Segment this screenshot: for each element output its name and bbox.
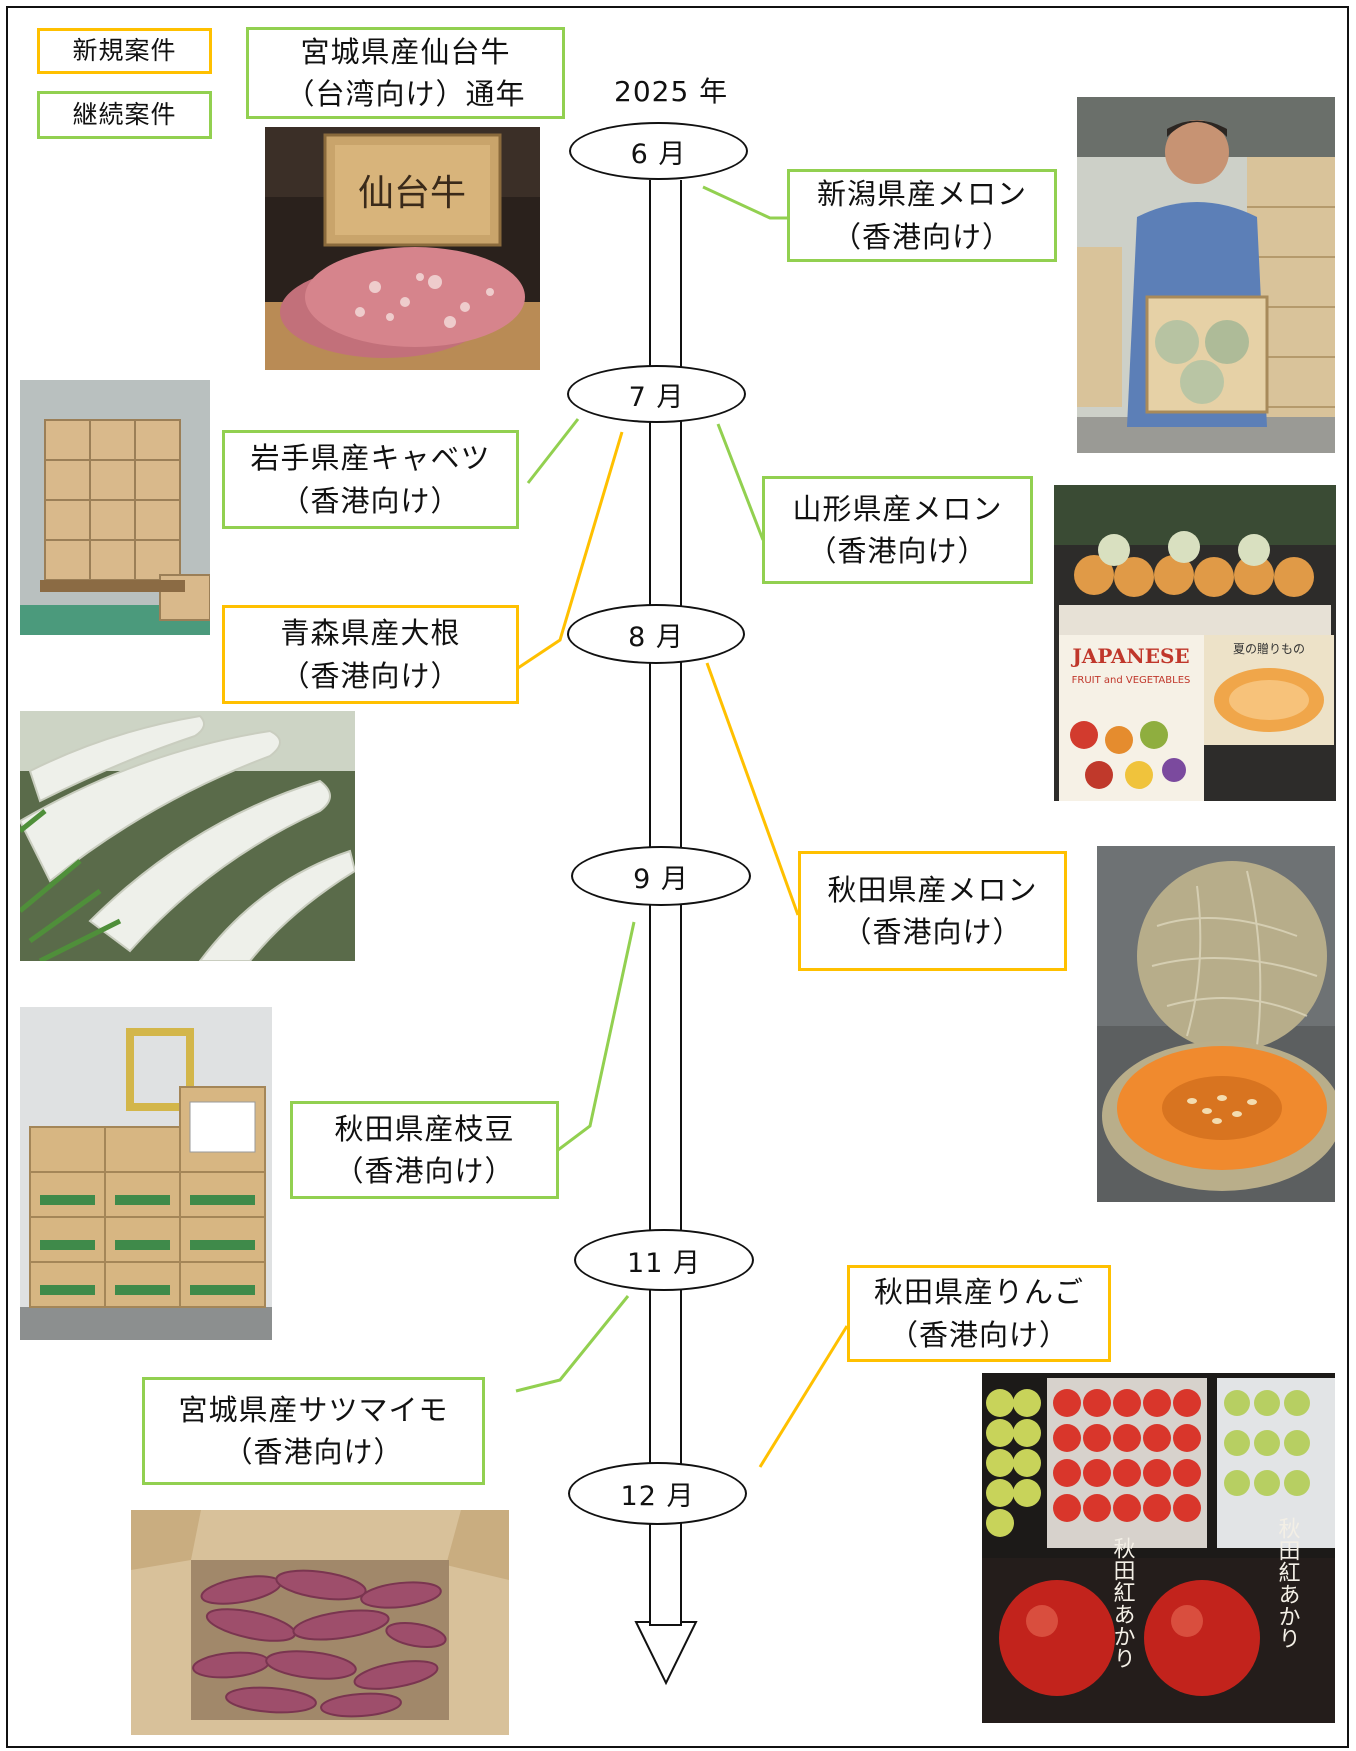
page-frame <box>6 6 1349 1748</box>
photo-akita-apple: 秋田紅あかり 秋田紅あかり <box>982 1373 1335 1723</box>
legend-continuing: 継続案件 <box>37 91 212 139</box>
item-yamagata-melon: 山形県産メロン （香港向け） <box>762 476 1033 584</box>
month-june: 6 月 <box>569 122 748 180</box>
month-july: 7 月 <box>567 365 746 423</box>
photo-aomori-daikon <box>20 711 355 961</box>
item-miyagi-sweetpotato-name: 宮城県産サツマイモ <box>178 1392 449 1427</box>
arrow-head <box>634 1621 698 1686</box>
connector-miyagi-sweetpotato <box>515 1295 630 1393</box>
poster-subtitle: FRUIT and VEGETABLES <box>1072 675 1191 686</box>
beef-box-text: 仙台牛 <box>358 173 466 214</box>
photo-iwate-cabbage <box>20 380 210 635</box>
month-september-label: 9 月 <box>633 863 689 895</box>
connector-akita-melon <box>705 662 800 916</box>
connector-niigata-melon <box>702 185 788 220</box>
month-june-label: 6 月 <box>630 138 687 170</box>
item-miyagi-beef: 宮城県産仙台牛 （台湾向け）通年 <box>246 27 565 119</box>
connector-yamagata-melon <box>716 423 765 541</box>
item-akita-edamame-name: 秋田県産枝豆 <box>334 1111 515 1146</box>
item-akita-melon-name: 秋田県産メロン <box>827 872 1038 907</box>
item-miyagi-sweetpotato-dest: （香港向け） <box>223 1435 404 1469</box>
item-aomori-daikon-name: 青森県産大根 <box>280 616 461 651</box>
item-akita-melon: 秋田県産メロン （香港向け） <box>798 851 1067 971</box>
item-miyagi-beef-dest: （台湾向け）通年 <box>285 77 526 111</box>
month-november-label: 11 月 <box>627 1247 701 1279</box>
month-july-label: 7 月 <box>628 381 685 413</box>
month-august: 8 月 <box>567 604 745 664</box>
legend-new: 新規案件 <box>37 28 212 74</box>
item-yamagata-melon-name: 山形県産メロン <box>792 491 1003 526</box>
year-label: 2025 年 <box>614 75 729 108</box>
month-december-label: 12 月 <box>620 1481 695 1512</box>
item-iwate-cabbage-dest: （香港向け） <box>280 483 461 518</box>
item-niigata-melon-name: 新潟県産メロン <box>816 177 1027 212</box>
month-september: 9 月 <box>571 846 751 906</box>
item-aomori-daikon: 青森県産大根 （香港向け） <box>222 605 519 704</box>
month-december: 12 月 <box>568 1462 747 1525</box>
poster-title: JAPANESE <box>1070 644 1189 668</box>
item-iwate-cabbage-name: 岩手県産キャベツ <box>250 441 491 476</box>
photo-sendai-beef: 仙台牛 <box>265 127 540 370</box>
apple-sign-left: 秋田紅あかり <box>1110 1537 1136 1669</box>
item-akita-melon-dest: （香港向け） <box>842 915 1023 949</box>
item-akita-edamame: 秋田県産枝豆 （香港向け） <box>290 1101 559 1199</box>
item-iwate-cabbage: 岩手県産キャベツ （香港向け） <box>222 430 519 529</box>
poster-tag: 夏の贈りもの <box>1233 641 1305 656</box>
month-november: 11 月 <box>574 1229 754 1291</box>
connector-aomori-daikon <box>517 431 624 670</box>
item-akita-apple-name: 秋田県産りんご <box>873 1275 1084 1310</box>
photo-yamagata-melon: JAPANESE FRUIT and VEGETABLES 夏の贈りもの <box>1054 485 1336 801</box>
item-miyagi-sweetpotato: 宮城県産サツマイモ （香港向け） <box>142 1377 485 1485</box>
item-miyagi-beef-name: 宮城県産仙台牛 <box>300 34 511 69</box>
photo-akita-edamame <box>20 1007 272 1340</box>
connector-akita-edamame <box>557 921 636 1152</box>
item-yamagata-melon-dest: （香港向け） <box>807 534 988 568</box>
legend-new-label: 新規案件 <box>72 35 177 65</box>
item-aomori-daikon-dest: （香港向け） <box>280 658 461 693</box>
item-akita-apple-dest: （香港向け） <box>888 1317 1069 1352</box>
photo-niigata-melon <box>1077 97 1335 453</box>
item-akita-edamame-dest: （香港向け） <box>334 1154 515 1188</box>
connector-iwate-cabbage <box>526 418 580 484</box>
photo-akita-melon <box>1097 846 1335 1202</box>
apple-sign-right: 秋田紅あかり <box>1275 1517 1301 1649</box>
photo-miyagi-sweetpotato <box>131 1510 509 1735</box>
item-akita-apple: 秋田県産りんご （香港向け） <box>847 1265 1111 1362</box>
connector-akita-apple <box>758 1325 849 1468</box>
month-august-label: 8 月 <box>628 621 684 653</box>
legend-continuing-label: 継続案件 <box>72 99 177 129</box>
item-niigata-melon-dest: （香港向け） <box>831 219 1012 254</box>
item-niigata-melon: 新潟県産メロン （香港向け） <box>787 169 1057 262</box>
